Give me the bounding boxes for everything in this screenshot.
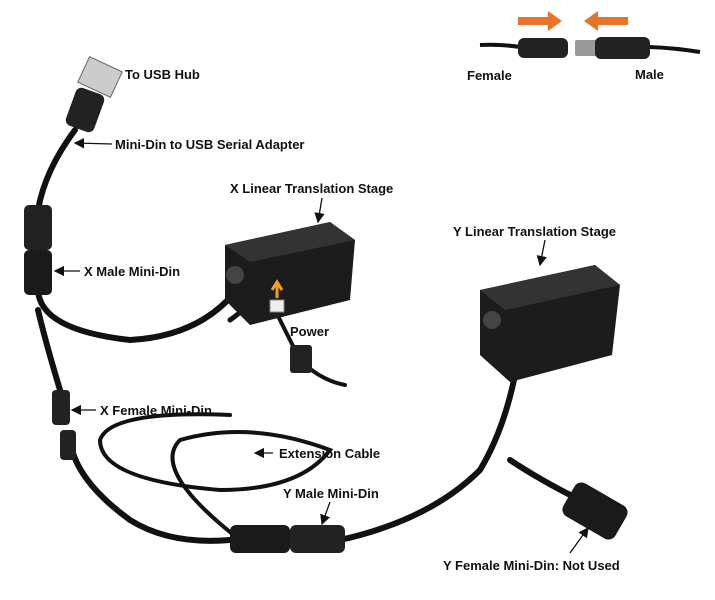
label-power: Power (290, 324, 330, 339)
legend-orange-arrows (518, 11, 628, 31)
label-x-female: X Female Mini-Din (100, 403, 212, 418)
label-x-male: X Male Mini-Din (84, 264, 181, 279)
y-linear-stage (480, 265, 620, 382)
label-usb-adapter: Mini-Din to USB Serial Adapter (115, 137, 305, 152)
label-y-male: Y Male Mini-Din (283, 486, 379, 501)
x-female-connector (52, 390, 70, 425)
legend-male-label: Male (635, 67, 664, 82)
pointer-arrows (53, 138, 589, 554)
y-female-connector (562, 482, 628, 540)
y-male-connector (290, 525, 345, 553)
label-extension: Extension Cable (279, 446, 381, 461)
legend-female-label: Female (467, 68, 512, 83)
adapter-connector (24, 205, 52, 250)
x-male-connector (24, 250, 52, 295)
label-y-stage: Y Linear Translation Stage (453, 224, 617, 239)
power-ferrite (290, 345, 312, 373)
usb-plug (65, 56, 123, 133)
x-linear-stage (225, 222, 355, 325)
extension-male-connector (230, 525, 290, 553)
label-to-usb-hub: To USB Hub (125, 67, 200, 82)
label-y-female: Y Female Mini-Din: Not Used (443, 558, 620, 573)
label-x-stage: X Linear Translation Stage (230, 181, 394, 196)
legend-connector-male (575, 37, 701, 59)
legend-connector-female (479, 38, 568, 58)
extension-connector (60, 430, 76, 460)
